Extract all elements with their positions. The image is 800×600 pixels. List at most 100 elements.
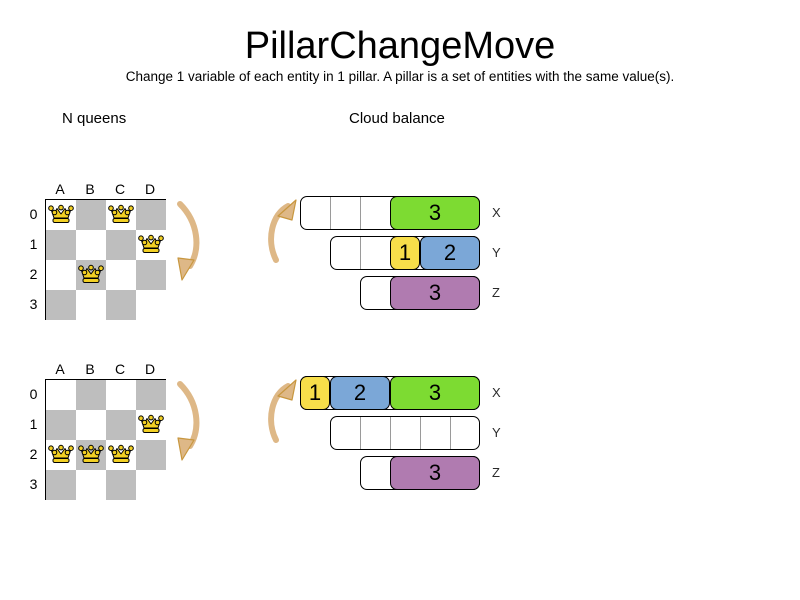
board-cell-B1[interactable] xyxy=(76,410,106,440)
cloud-row-label-X: X xyxy=(492,385,501,400)
cloud-empty-cell xyxy=(331,417,361,449)
board-cell-B2[interactable] xyxy=(76,440,106,470)
page-subtitle: Change 1 variable of each entity in 1 pi… xyxy=(125,69,675,84)
board-cell-C0[interactable] xyxy=(106,200,136,230)
board-cell-C2[interactable] xyxy=(106,260,136,290)
queen-icon xyxy=(48,204,74,223)
board-row-label-1: 1 xyxy=(29,416,38,432)
board-cell-A0[interactable] xyxy=(46,380,76,410)
cloud-empty-cell xyxy=(361,197,391,229)
cloud-free-capacity xyxy=(301,197,391,229)
cloud-process-1[interactable]: 1 xyxy=(300,376,330,410)
board-cell-D3[interactable] xyxy=(136,470,166,500)
board-cell-D2[interactable] xyxy=(136,260,166,290)
board-column-label-A: A xyxy=(55,361,65,377)
board-cell-C1[interactable] xyxy=(106,410,136,440)
board-cell-C2[interactable] xyxy=(106,440,136,470)
board-cell-B1[interactable] xyxy=(76,230,106,260)
cloud-free-capacity xyxy=(361,277,391,309)
cloud-empty-cell xyxy=(361,277,391,309)
board-cell-A3[interactable] xyxy=(46,470,76,500)
down-curved-arrow-icon xyxy=(168,376,208,471)
cloud-free-capacity xyxy=(331,417,479,449)
cloud-row-label-Z: Z xyxy=(492,465,500,480)
board-cell-D1[interactable] xyxy=(136,230,166,260)
queen-icon xyxy=(108,444,134,463)
board-cell-D0[interactable] xyxy=(136,380,166,410)
cloud-row-label-Y: Y xyxy=(492,425,501,440)
cloud-free-capacity xyxy=(361,457,391,489)
board-cell-C1[interactable] xyxy=(106,230,136,260)
cloud-process-3[interactable]: 3 xyxy=(390,196,480,230)
board-cell-C3[interactable] xyxy=(106,290,136,320)
board-cell-D0[interactable] xyxy=(136,200,166,230)
board-column-label-B: B xyxy=(85,181,95,197)
up-curved-arrow-icon xyxy=(268,376,304,453)
cloud-free-capacity xyxy=(331,237,391,269)
cloud-process-1[interactable]: 1 xyxy=(390,236,420,270)
chess-board xyxy=(45,199,166,320)
board-column-label-D: D xyxy=(144,181,156,197)
cloud-process-3[interactable]: 3 xyxy=(390,376,480,410)
board-cell-B2[interactable] xyxy=(76,260,106,290)
board-cell-D3[interactable] xyxy=(136,290,166,320)
page-title: PillarChangeMove xyxy=(244,25,556,67)
board-cell-A1[interactable] xyxy=(46,410,76,440)
cloud-empty-cell xyxy=(421,417,451,449)
board-cell-C0[interactable] xyxy=(106,380,136,410)
chess-board xyxy=(45,379,166,500)
board-cell-D2[interactable] xyxy=(136,440,166,470)
queen-icon xyxy=(138,414,164,433)
queen-icon xyxy=(48,444,74,463)
board-row-label-0: 0 xyxy=(29,386,38,402)
cloud-row-label-Y: Y xyxy=(492,245,501,260)
board-cell-A2[interactable] xyxy=(46,440,76,470)
board-cell-B0[interactable] xyxy=(76,380,106,410)
board-cell-A3[interactable] xyxy=(46,290,76,320)
cloud-process-2[interactable]: 2 xyxy=(330,376,390,410)
board-column-label-C: C xyxy=(114,181,126,197)
board-column-label-C: C xyxy=(114,361,126,377)
board-cell-D1[interactable] xyxy=(136,410,166,440)
board-cell-B3[interactable] xyxy=(76,470,106,500)
cloud-empty-cell xyxy=(331,237,361,269)
cloud-row-label-X: X xyxy=(492,205,501,220)
board-cell-A0[interactable] xyxy=(46,200,76,230)
queen-icon xyxy=(78,444,104,463)
board-row-label-2: 2 xyxy=(29,446,38,462)
board-column-label-B: B xyxy=(85,361,95,377)
board-cell-C3[interactable] xyxy=(106,470,136,500)
cloud-computer-bar[interactable] xyxy=(330,416,480,450)
cloud-process-3[interactable]: 3 xyxy=(390,456,480,490)
cloud-empty-cell xyxy=(361,457,391,489)
board-cell-A1[interactable] xyxy=(46,230,76,260)
board-column-headers: A B C D xyxy=(45,181,166,199)
down-curved-arrow-icon xyxy=(168,196,208,291)
cloud-empty-cell xyxy=(391,417,421,449)
queen-icon xyxy=(78,264,104,283)
queen-icon xyxy=(108,204,134,223)
section-heading-cloud: Cloud balance xyxy=(349,110,445,127)
cloud-empty-cell xyxy=(361,417,391,449)
board-cell-A2[interactable] xyxy=(46,260,76,290)
cloud-process-2[interactable]: 2 xyxy=(420,236,480,270)
cloud-empty-cell xyxy=(301,197,331,229)
cloud-empty-cell xyxy=(361,237,391,269)
cloud-row-label-Z: Z xyxy=(492,285,500,300)
queen-icon xyxy=(138,234,164,253)
board-row-label-0: 0 xyxy=(29,206,38,222)
cloud-process-3[interactable]: 3 xyxy=(390,276,480,310)
board-column-label-A: A xyxy=(55,181,65,197)
board-cell-B0[interactable] xyxy=(76,200,106,230)
cloud-row-Y: Y xyxy=(330,416,501,452)
board-row-label-2: 2 xyxy=(29,266,38,282)
board-cell-B3[interactable] xyxy=(76,290,106,320)
